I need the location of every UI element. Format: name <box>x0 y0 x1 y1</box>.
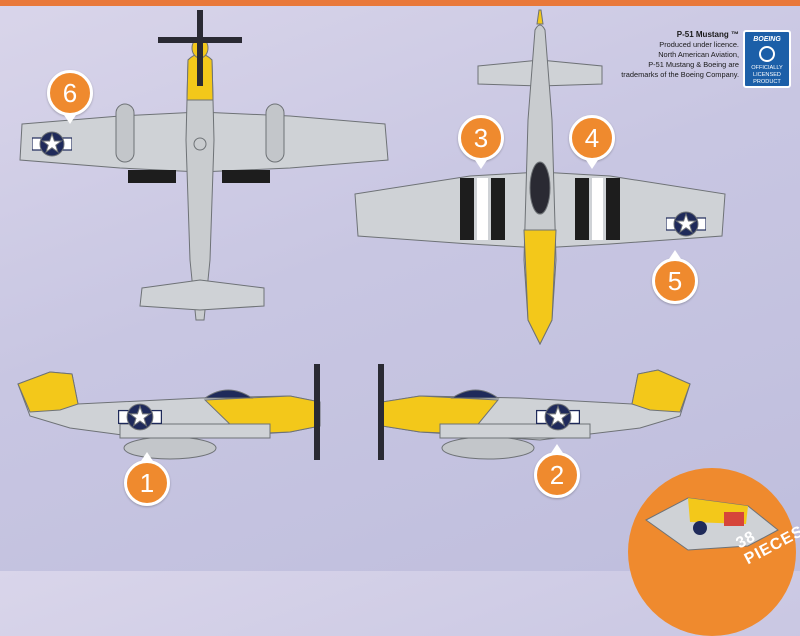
underside-view <box>19 10 389 321</box>
license-line: North American Aviation, <box>658 50 739 59</box>
badge-line: OFFICIALLY <box>751 65 783 71</box>
marker-2: 2 <box>534 444 580 498</box>
boeing-logo-icon <box>759 46 775 62</box>
aircraft-views <box>17 9 726 460</box>
top-view <box>354 9 726 346</box>
marker-6: 6 <box>47 70 93 124</box>
marker-3: 3 <box>458 115 504 169</box>
license-text: P-51 Mustang ™ Produced under licence. N… <box>617 30 739 80</box>
license-title: P-51 Mustang ™ <box>676 30 739 39</box>
marker-5: 5 <box>652 250 698 304</box>
starboard-side-view <box>378 364 691 460</box>
license-line: trademarks of the Boeing Company. <box>621 70 739 79</box>
boeing-licensed-badge: BOEING OFFICIALLY LICENSED PRODUCT <box>743 30 791 88</box>
port-side-view <box>17 364 321 460</box>
badge-line: PRODUCT <box>753 79 781 85</box>
marker-4: 4 <box>569 115 615 169</box>
top-orange-strip <box>0 0 800 6</box>
kit-preview-icon <box>645 497 779 551</box>
marker-1: 1 <box>124 452 170 506</box>
badge-line: LICENSED <box>753 72 781 78</box>
badge-brand: BOEING <box>753 36 781 43</box>
license-line: P-51 Mustang & Boeing are <box>648 60 739 69</box>
license-line: Produced under licence. <box>659 40 739 49</box>
